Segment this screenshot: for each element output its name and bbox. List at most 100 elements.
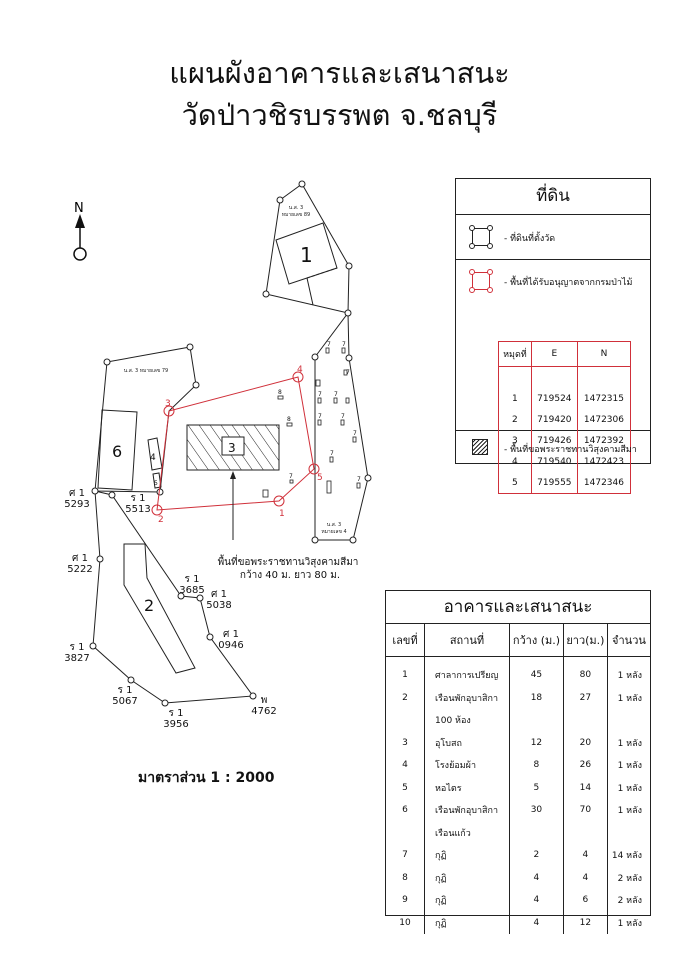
table-cell: 2 หลัง (617, 896, 642, 907)
table-cell: 4 (563, 866, 608, 889)
forest-permit-area (151, 371, 320, 516)
svg-text:3685: 3685 (179, 585, 204, 596)
svg-text:7: 7 (327, 341, 331, 348)
legend-forest-permit: - พื้นที่ได้รับอนุญาตจากกรมป่าไม้ หมุดที… (456, 260, 650, 494)
table-cell: 8 (509, 754, 564, 777)
svg-text:น.ส. 3: น.ส. 3 (327, 522, 341, 528)
svg-text:น.ส. 3: น.ส. 3 (289, 205, 303, 211)
table-cell: 1 หลัง (617, 806, 642, 817)
svg-text:5: 5 (317, 473, 323, 483)
buildings-table: เลขที่ สถานที่ กว้าง (ม.) ยาว(ม.) จำนวน … (386, 624, 650, 934)
table-row: เรือนแก้ว (386, 821, 650, 845)
table-cell: 1 หลัง (617, 783, 642, 794)
svg-text:1: 1 (279, 509, 285, 519)
table-cell: 4 (509, 911, 564, 934)
svg-text:5038: 5038 (206, 600, 231, 611)
svg-text:กว้าง 40 ม. ยาว 80 ม.: กว้าง 40 ม. ยาว 80 ม. (240, 569, 340, 581)
table-cell (509, 821, 564, 844)
svg-text:หมายเลข 89: หมายเลข 89 (282, 212, 310, 218)
buildings-table-title: อาคารและเสนาสนะ (386, 591, 650, 624)
svg-text:ศ 1: ศ 1 (211, 589, 227, 600)
land-legend: ที่ดิน - ที่ดินที่ตั้งวัด - พื้นที่ได้รั… (455, 178, 651, 494)
table-cell: 45 (509, 656, 564, 687)
table-cell: เรือนแก้ว (424, 821, 510, 844)
table-cell: 6 (563, 889, 608, 912)
table-cell: กุฏิ (424, 889, 510, 912)
table-cell: 100 ห้อง (424, 709, 510, 732)
table-cell: 4 (386, 754, 425, 777)
svg-text:3956: 3956 (163, 719, 188, 730)
svg-text:7: 7 (334, 391, 338, 398)
table-cell: 1 (386, 656, 425, 687)
svg-text:5293: 5293 (64, 499, 89, 510)
table-cell (607, 822, 650, 845)
table-cell: 80 (563, 656, 608, 687)
sima-note: พื้นที่ขอพระราชทานวิสุงคามสีมา กว้าง 40 … (218, 554, 359, 581)
svg-text:2: 2 (144, 596, 154, 615)
svg-text:7: 7 (342, 341, 346, 348)
parcel-ns3-89 (265, 183, 350, 314)
table-cell: 3 (386, 731, 425, 754)
red-parcel-icon (469, 269, 493, 293)
svg-text:พ: พ (261, 695, 268, 706)
permit-point-labels: 1 2 3 4 5 (158, 365, 323, 525)
svg-text:5222: 5222 (67, 564, 92, 575)
document-title: แผนผังอาคารและเสนาสนะ (169, 56, 510, 90)
table-cell: 26 (563, 754, 608, 777)
map-scale: มาตราส่วน 1 : 2000 (138, 770, 275, 786)
table-cell (563, 821, 608, 844)
table-cell: กุฏิ (424, 911, 510, 934)
parcel-south (92, 490, 254, 704)
svg-text:หมายเลข 4: หมายเลข 4 (321, 529, 346, 535)
table-cell: 1 หลัง (617, 738, 642, 749)
table-cell (607, 709, 650, 732)
building-6-outline (97, 409, 138, 491)
svg-text:7: 7 (289, 473, 293, 480)
table-cell (563, 709, 608, 732)
svg-text:ร 1: ร 1 (185, 574, 200, 585)
table-cell: เรือนพักอุบาสิกา (424, 686, 510, 709)
svg-text:7: 7 (341, 413, 345, 420)
building-2-outline (123, 543, 196, 674)
kuti-huts (262, 347, 361, 498)
svg-text:ศ 1: ศ 1 (72, 553, 88, 564)
table-cell: 1 หลัง (617, 693, 642, 704)
svg-text:4: 4 (150, 453, 156, 463)
svg-text:5067: 5067 (112, 696, 137, 707)
table-cell: โรงย้อมผ้า (424, 754, 510, 777)
table-cell: 12 (509, 731, 564, 754)
north-arrow-icon: N (73, 201, 87, 261)
svg-text:0946: 0946 (218, 640, 243, 651)
table-cell: 1 หลัง (617, 671, 642, 682)
boundary-markers (89, 180, 372, 707)
svg-text:น.ส. 3 หมายเลข 79: น.ส. 3 หมายเลข 79 (124, 368, 168, 374)
svg-text:ศ 1: ศ 1 (69, 488, 85, 499)
building-3-outline (221, 436, 245, 456)
table-cell: 5 (509, 776, 564, 799)
table-cell: เรือนพักอุบาสิกา (424, 799, 510, 822)
svg-text:3: 3 (228, 441, 236, 455)
parcel-labels: น.ส. 3 หมายเลข 89 น.ส. 3 หมายเลข 79 น.ส.… (124, 205, 347, 535)
table-cell: 20 (563, 731, 608, 754)
svg-text:พื้นที่ขอพระราชทานวิสุงคามสีมา: พื้นที่ขอพระราชทานวิสุงคามสีมา (218, 554, 359, 568)
svg-text:ร 1: ร 1 (118, 685, 133, 696)
table-cell: 14 หลัง (611, 851, 642, 862)
legend-sima-area: - พื้นที่ขอพระราชทานวิสุงคามสีมา (456, 431, 650, 465)
table-cell: 9 (386, 889, 425, 912)
svg-text:ร 1: ร 1 (169, 708, 184, 719)
table-cell: 70 (563, 799, 608, 822)
table-cell: 30 (509, 799, 564, 822)
table-cell: หอไตร (424, 776, 510, 799)
table-cell: 1 หลัง (617, 918, 642, 929)
arrow-icon (230, 471, 236, 479)
table-cell: 10 (386, 911, 425, 934)
table-cell (509, 709, 564, 732)
